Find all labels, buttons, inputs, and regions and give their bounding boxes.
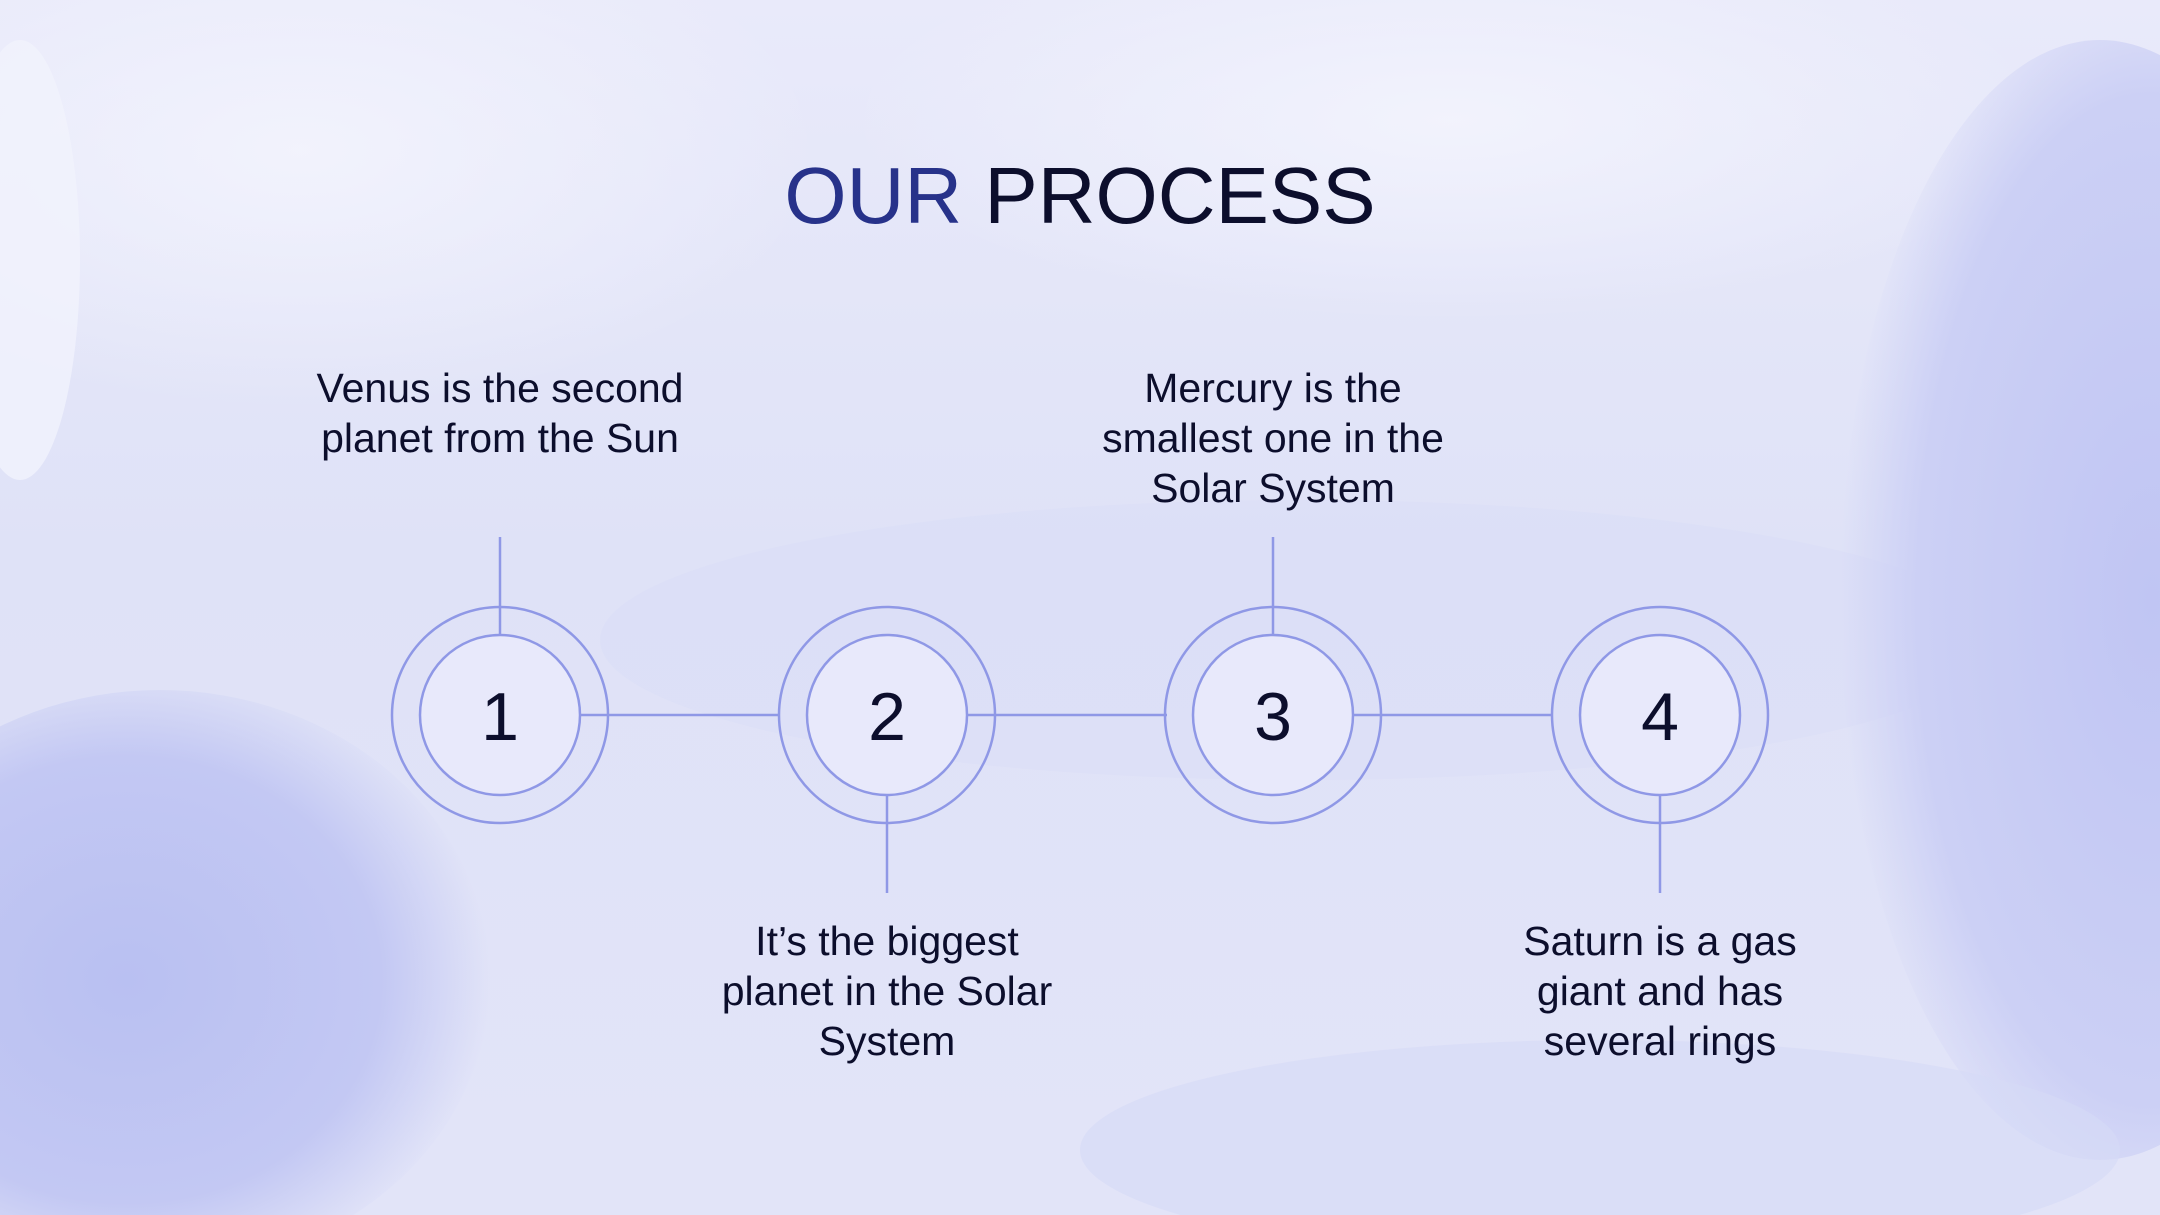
step-1-inner-circle bbox=[418, 633, 582, 797]
step-4-description: Saturn is a gas giant and has several ri… bbox=[1523, 918, 1797, 1064]
step-4-inner-circle bbox=[1578, 633, 1742, 797]
step-1-number: 1 bbox=[481, 679, 519, 755]
step-4-number: 4 bbox=[1641, 679, 1679, 755]
page-title: OUR PROCESS bbox=[0, 148, 2160, 244]
step-2: 2 bbox=[777, 605, 997, 825]
step-2-inner-circle bbox=[805, 633, 969, 797]
step-1-outer-ring bbox=[390, 605, 610, 825]
title-accent: OUR bbox=[784, 151, 963, 240]
step-4: 4 bbox=[1550, 605, 1770, 825]
step-2-number: 2 bbox=[868, 679, 906, 755]
step-1-description: Venus is the second planet from the Sun bbox=[316, 365, 684, 461]
step-3: 3 bbox=[1163, 605, 1383, 825]
step-3-description: Mercury is the smallest one in the Solar… bbox=[1102, 365, 1444, 511]
step-4-outer-ring bbox=[1550, 605, 1770, 825]
step-3-outer-ring bbox=[1163, 605, 1383, 825]
title-main: PROCESS bbox=[984, 151, 1376, 240]
step-2-description: It’s the biggest planet in the Solar Sys… bbox=[721, 918, 1053, 1064]
step-3-number: 3 bbox=[1254, 679, 1292, 755]
step-1: 1 bbox=[390, 605, 610, 825]
step-2-outer-ring bbox=[777, 605, 997, 825]
step-3-inner-circle bbox=[1191, 633, 1355, 797]
